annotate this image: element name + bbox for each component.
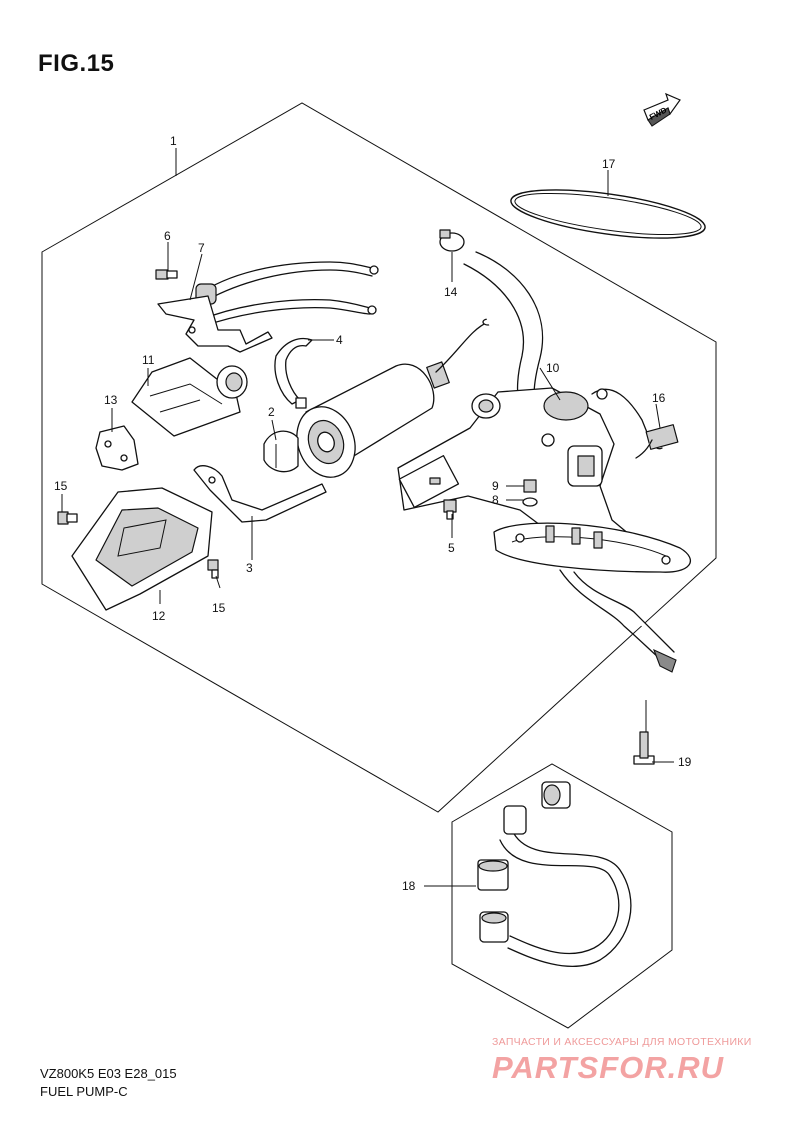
screw-part-15-b [207,559,219,579]
callout-13: 13 [104,393,118,407]
leader-lines [61,148,674,887]
callout-15-a: 15 [54,479,68,493]
callout-2: 2 [268,405,275,419]
watermark-tagline: ЗАПЧАСТИ И АКСЕССУАРЫ ДЛЯ МОТОТЕХНИКИ [492,1036,752,1048]
figure-title: FIG.15 [38,50,115,77]
wire-lead-part [157,261,379,353]
fuel-pump-motor [296,318,494,478]
callout-5: 5 [448,541,455,555]
pump-body-part-10 [397,387,663,569]
callout-7: 7 [198,241,205,255]
callout-17: 17 [602,157,616,171]
connector-part-16 [635,424,679,459]
fitting-part-9 [523,479,537,493]
filter-part-11 [131,357,248,437]
cover-part-12 [71,487,213,611]
hose-clamp-part-14 [439,229,465,252]
callout-4: 4 [336,333,343,347]
section-name: FUEL PUMP-C [40,1084,128,1099]
callout-15-b: 15 [212,601,226,615]
assembly-outline-1 [41,102,717,813]
callout-6: 6 [164,229,171,243]
callout-10: 10 [546,361,560,375]
screw-part-15-a [57,511,78,525]
washer-part-8 [522,497,538,507]
bolt-part-6 [155,269,178,280]
callout-12: 12 [152,609,166,623]
hose-assembly-part-18 [477,781,632,968]
bracket-part-3 [193,465,327,523]
callout-3: 3 [246,561,253,575]
watermark-brand: PARTSFOR.RU [492,1050,725,1085]
gasket-part-13 [95,425,139,471]
callout-16: 16 [652,391,666,405]
cushion-part-2 [263,430,299,473]
clamp-part-4 [274,337,313,409]
bolt-part-5 [443,499,457,520]
callout-8: 8 [492,493,499,507]
fwd-arrow-icon: FWD [643,92,681,127]
bolt-part-19 [633,731,655,765]
callout-18: 18 [402,879,416,893]
model-code: VZ800K5 E03 E28_015 [40,1066,177,1081]
o-ring-part [510,189,706,239]
callouts: 1 6 7 4 11 13 2 15 3 15 12 14 10 16 17 9… [54,134,692,893]
callout-9: 9 [492,479,499,493]
callout-14: 14 [444,285,458,299]
callout-1: 1 [170,134,177,148]
callout-11: 11 [142,353,155,367]
assembly-outline-18 [451,763,673,1029]
callout-19: 19 [678,755,692,769]
base-plate [493,522,692,573]
wire-bundle [559,569,677,673]
